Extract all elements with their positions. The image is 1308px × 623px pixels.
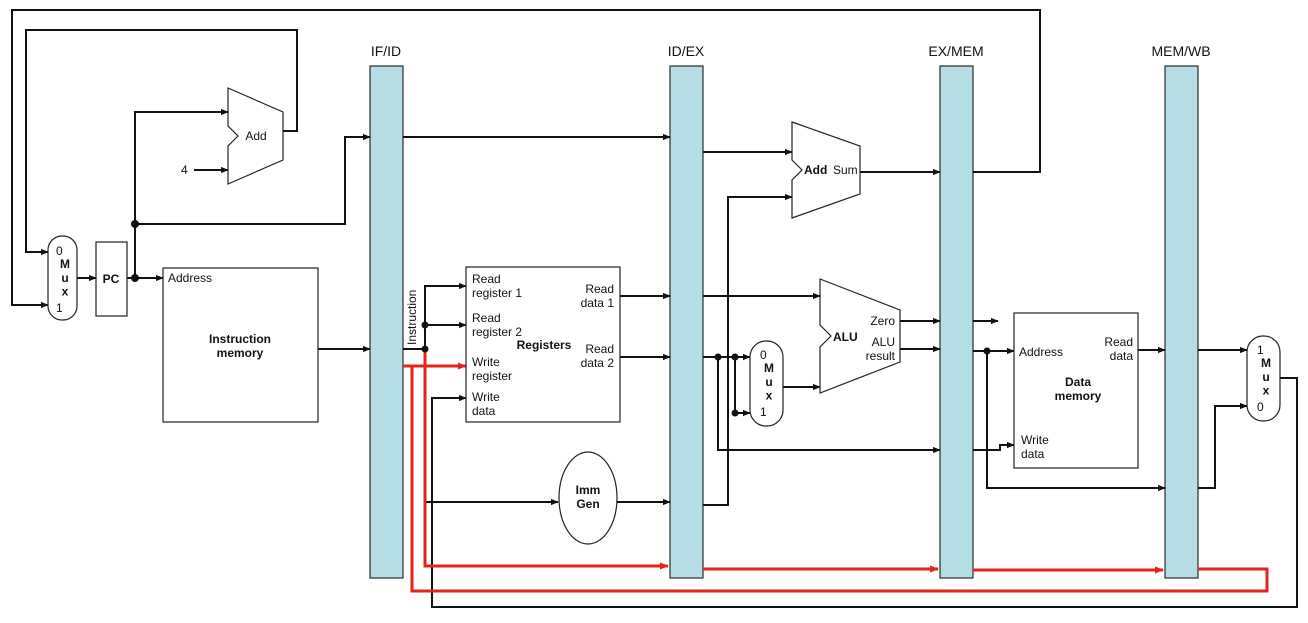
svg-text:PC: PC [103,272,120,286]
svg-text:0: 0 [1257,400,1264,414]
pipeline-register-label: MEM/WB [1151,43,1210,59]
pipeline-register-exmem: EX/MEM [928,43,984,579]
pipeline-register-label: IF/ID [371,43,401,59]
svg-text:ALU: ALU [833,330,858,344]
write-register-path [403,349,1269,593]
pipeline-register-ifid: IF/ID [369,43,404,579]
pipeline-register-memwb: MEM/WB [1151,43,1211,579]
svg-text:Registers: Registers [517,338,572,352]
svg-text:Sum: Sum [833,163,858,177]
constant-four: 4 [181,163,188,177]
svg-text:Zero: Zero [870,314,895,328]
svg-text:1: 1 [56,301,63,315]
svg-text:1: 1 [760,405,767,419]
svg-text:1: 1 [1257,343,1264,357]
pc-adder: Add [227,87,284,185]
program-counter: PC [95,241,128,317]
im-address-label: Address [168,271,212,285]
svg-text:Address: Address [1019,345,1063,359]
pipeline-register-label: EX/MEM [928,43,983,59]
svg-text:Add: Add [804,163,827,177]
branch-adder: Add Sum [791,121,861,219]
instruction-label: Instruction [405,290,419,345]
wire-junctions [131,220,991,417]
pipeline-register-idex: ID/EX [668,43,705,579]
svg-text:Add: Add [245,129,266,143]
svg-text:0: 0 [760,348,767,362]
svg-text:0: 0 [56,244,63,258]
datapath-wires [11,9,1298,608]
pipeline-register-label: ID/EX [668,43,705,59]
